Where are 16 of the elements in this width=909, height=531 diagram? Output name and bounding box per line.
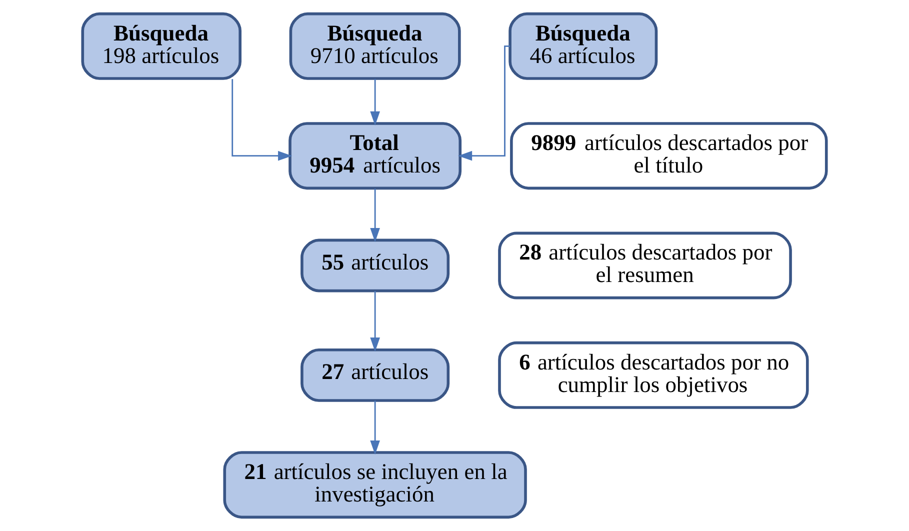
arrow (232, 79, 292, 161)
node-box: 6 artículos descartados por no cumplir los objetivos (498, 341, 809, 409)
node-box: 21 artículos se incluyen en la investigación (223, 451, 527, 519)
arrow (370, 400, 380, 455)
arrow (370, 290, 380, 352)
node-box: Total 9954 artículos (288, 122, 462, 190)
node-box: 28 artículos descartados por el resumen (498, 232, 792, 300)
arrow (458, 45, 510, 161)
arrow (370, 188, 380, 242)
node-box: 9899 artículos descartados por el título (510, 122, 828, 190)
node-box: Búsqueda 46 artículos (508, 12, 658, 80)
node-box: Búsqueda 198 artículos (81, 12, 242, 80)
node-box: Búsqueda 9710 artículos (289, 12, 461, 80)
arrow (370, 79, 380, 126)
node-box: 27 artículos (300, 348, 450, 402)
node-box: 55 artículos (300, 238, 450, 292)
